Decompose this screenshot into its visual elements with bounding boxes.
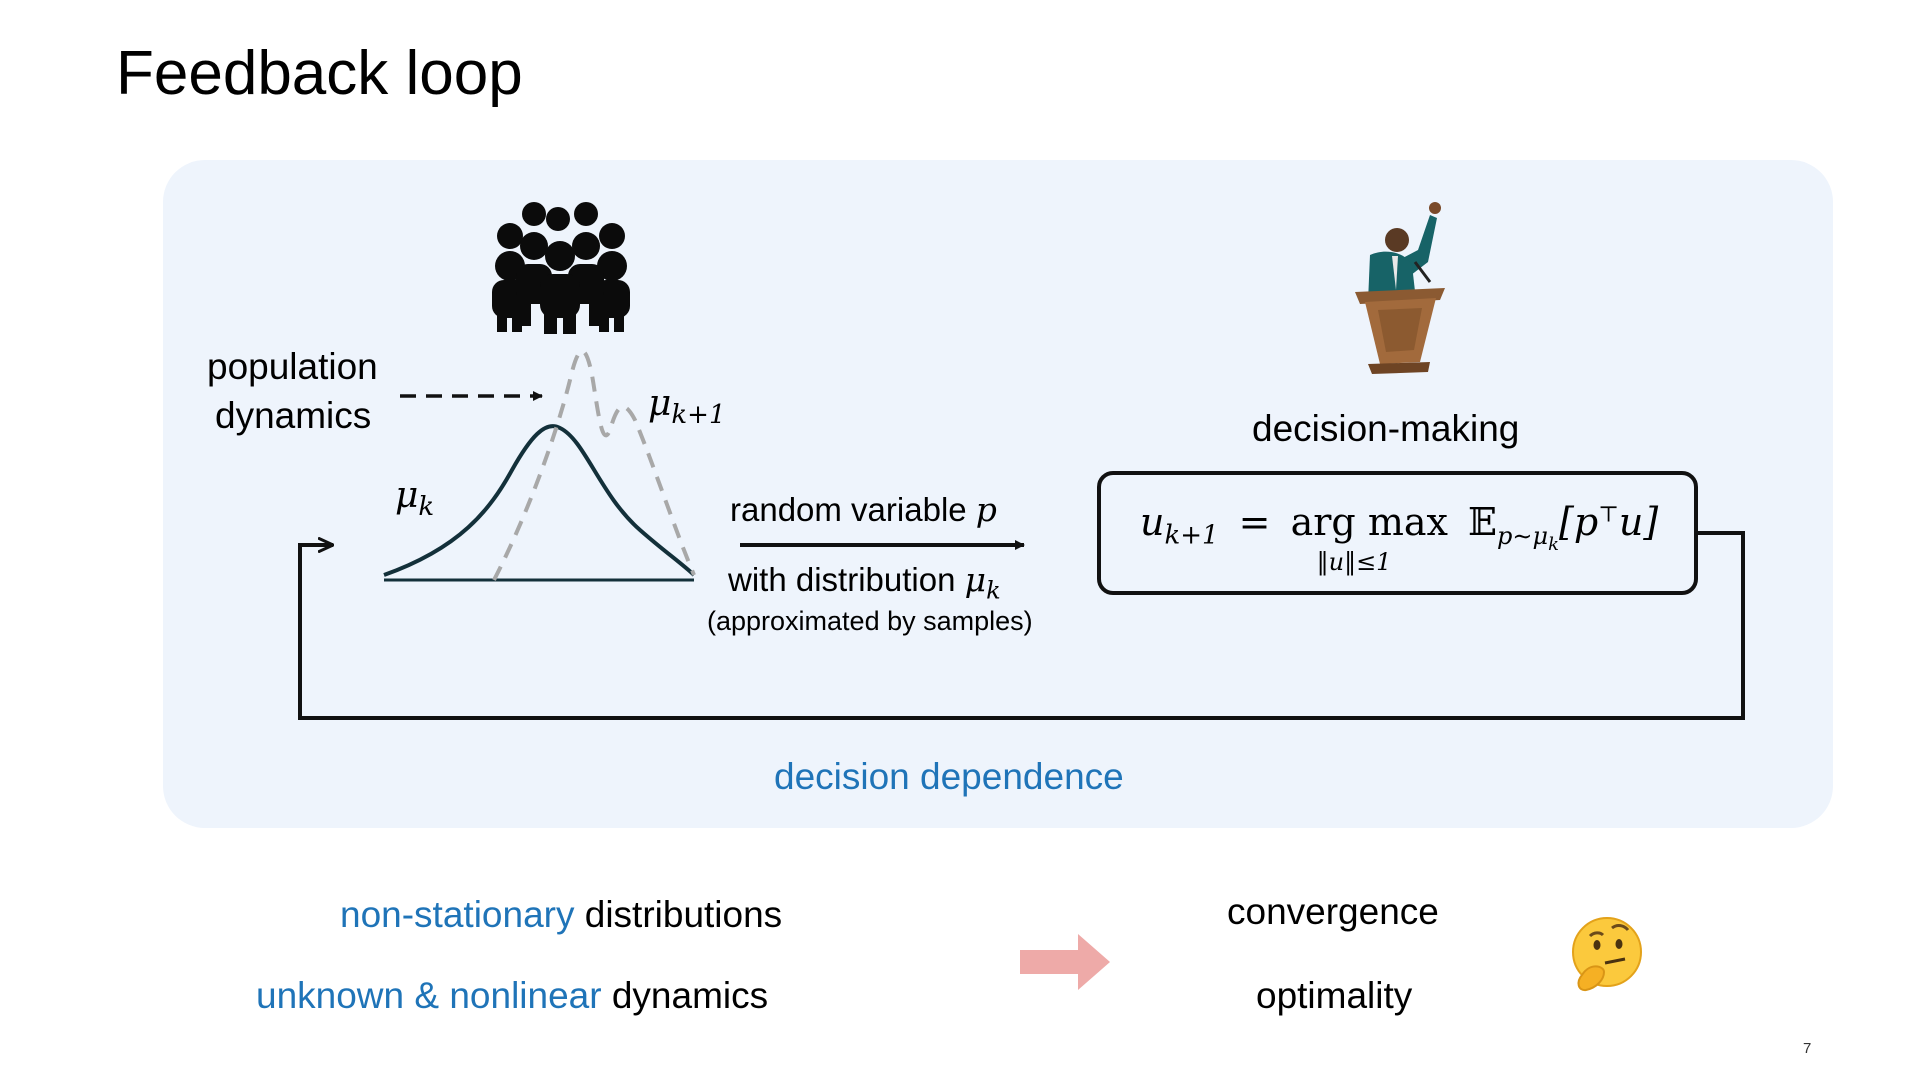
decision-formula: uk+1 = arg max ‖u‖≤1 𝔼p∼μk[p⊤u] [1140, 500, 1659, 576]
distribution-symbol: μ [964, 560, 987, 599]
mu-k-curve [383, 424, 696, 577]
decision-dependence-label: decision dependence [774, 756, 1124, 797]
implies-arrow [1020, 934, 1110, 990]
issue-2-text: dynamics [601, 975, 769, 1016]
page-number: 7 [1803, 1040, 1812, 1057]
formula-expectation-sub: p∼μk [1497, 521, 1560, 555]
formula-transpose: ⊤ [1598, 502, 1619, 528]
distribution-subscript: k [986, 576, 1001, 605]
formula-lhs-sub: k+1 [1164, 520, 1219, 551]
population-label: population dynamics [207, 348, 378, 434]
issue-1-text: distributions [574, 894, 783, 935]
slide-title: Feedback loop [116, 39, 523, 108]
mu-k1-label: μk+1 [648, 383, 726, 431]
outcome-optimality: optimality [1256, 975, 1413, 1016]
formula-lhs: u [1140, 500, 1165, 544]
formula-body-close: u] [1618, 500, 1659, 544]
population-label-line1: population [207, 346, 378, 387]
crowd-icon [492, 202, 630, 334]
distribution-text: with distribution [728, 561, 956, 598]
distribution-label: with distribution μk [728, 560, 1001, 605]
formula-expectation: 𝔼 [1468, 500, 1498, 544]
speaker-podium-icon [1355, 202, 1445, 374]
decision-making-label: decision-making [1252, 408, 1520, 449]
issue-1-highlight: non-stationary [340, 894, 575, 935]
mu-k-symbol: μ [395, 475, 419, 516]
formula-operator: arg max ‖u‖≤1 [1290, 500, 1448, 576]
thinking-emoji-icon [1572, 917, 1642, 992]
decision-dependence-loop [298, 531, 1745, 720]
mu-k-label: μk [395, 475, 435, 523]
random-variable-text: random variable [730, 491, 967, 528]
formula-body-open: [p [1559, 500, 1599, 544]
mu-k1-curve [492, 349, 696, 581]
mu-k1-symbol: μ [648, 383, 672, 424]
population-label-line2: dynamics [215, 395, 372, 436]
random-variable-label: random variable p [730, 490, 997, 529]
issue-row-2: unknown & nonlinear dynamics [256, 977, 768, 1014]
outcome-convergence: convergence [1227, 891, 1439, 932]
formula-equals: = [1238, 500, 1271, 544]
random-variable-symbol: p [975, 490, 997, 529]
mu-k1-subscript: k+1 [671, 400, 726, 431]
formula-operator-sub: ‖u‖≤1 [1316, 548, 1392, 576]
mu-k-subscript: k [418, 492, 435, 523]
approximation-note: (approximated by samples) [707, 606, 1033, 636]
issue-2-highlight: unknown & nonlinear [256, 975, 602, 1016]
decision-formula-box [1097, 471, 1698, 595]
issue-row-1: non-stationary distributions [340, 896, 782, 933]
